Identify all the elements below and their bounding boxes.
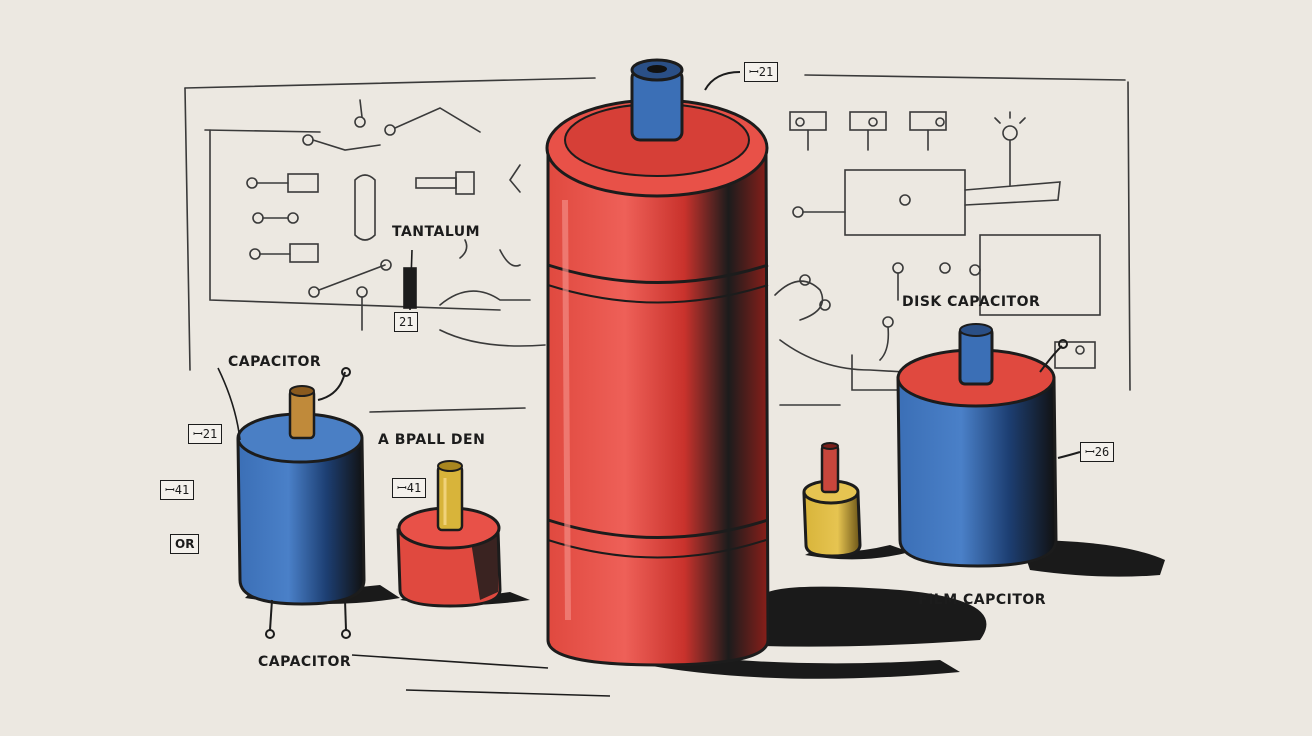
yellow-capacitor bbox=[802, 442, 862, 558]
tag-left-board: 21 bbox=[394, 312, 419, 332]
tag-blue-capacitor-side: ꟷ41 bbox=[160, 480, 195, 500]
label-capacitor-bottom: CAPACITOR bbox=[258, 654, 352, 670]
ground-lines bbox=[217, 249, 611, 697]
blue-capacitor-right bbox=[896, 323, 1081, 568]
blue-capacitor-left bbox=[236, 367, 366, 639]
tag-or: OR bbox=[170, 534, 200, 554]
label-disk-capacitor: DISK CAPACITOR bbox=[902, 294, 1041, 310]
main-red-capacitor bbox=[545, 58, 770, 667]
tag-main-capacitor: ꟷ21 bbox=[744, 62, 779, 82]
label-tantalum: TANTALUM bbox=[392, 224, 481, 240]
tag-right-blue-capacitor: ꟷ26 bbox=[1080, 442, 1115, 462]
label-capacitor-top: CAPACITOR bbox=[228, 354, 322, 370]
circuit-schematic-right bbox=[774, 74, 1131, 406]
tag-small-red-capacitor: ꟷ41 bbox=[392, 478, 427, 498]
tag-blue-capacitor-top: ꟷ21 bbox=[188, 424, 223, 444]
circuit-schematic-left bbox=[184, 77, 596, 413]
label-small-den: A BPALL DEN bbox=[378, 432, 486, 448]
label-film-capacitor: FILM CAPCITOR bbox=[918, 592, 1047, 608]
small-red-capacitor bbox=[396, 460, 502, 608]
